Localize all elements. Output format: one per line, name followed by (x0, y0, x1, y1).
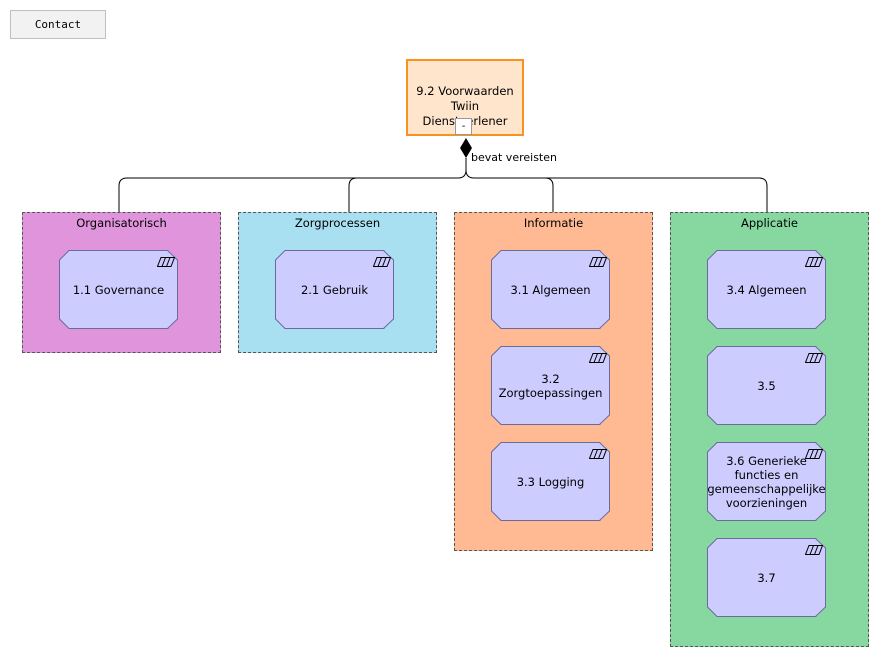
requirement-icon (805, 353, 823, 363)
requirement-label: 3.7 (757, 570, 776, 585)
group-title-informatie: Informatie (523, 216, 584, 230)
requirement-label: 3.6 Generieke functies en gemeenschappel… (707, 453, 826, 510)
contact-button[interactable]: Contact (10, 10, 106, 39)
requirement-label: 1.1 Governance (72, 282, 165, 297)
requirement-label: 3.5 (757, 378, 776, 393)
group-zorgprocessen: Zorgprocessen 2.1 Gebruik (238, 212, 437, 353)
connector-applicatie (545, 177, 768, 213)
connector-zorgprocessen (348, 177, 358, 213)
root-title-line1: 9.2 Voorwaarden (416, 84, 514, 98)
requirement-label: 3.4 Algemeen (726, 282, 807, 297)
root-requirement-box[interactable]: 9.2 Voorwaarden Twiin Dienstverlener - (406, 59, 524, 136)
requirement-label: 2.1 Gebruik (300, 282, 369, 297)
group-organisatorisch: Organisatorisch 1.1 Governance (22, 212, 221, 353)
group-applicatie: Applicatie 3.4 Algemeen 3.5 3.6 Generieke f… (670, 212, 869, 647)
relation-label: bevat vereisten (471, 151, 557, 164)
requirement-icon (373, 257, 391, 267)
group-title-zorgprocessen: Zorgprocessen (294, 216, 381, 230)
group-title-organisatorisch: Organisatorisch (76, 216, 167, 230)
requirement-label: 3.2 Zorgtoepassingen (498, 371, 603, 400)
requirement-icon (805, 545, 823, 555)
requirement-label: 3.3 Logging (516, 474, 585, 489)
requirement-icon (589, 257, 607, 267)
requirement-icon (805, 257, 823, 267)
connector-informatie (465, 169, 554, 213)
group-informatie: Informatie 3.1 Algemeen 3.2 Zorgtoepassing… (454, 212, 653, 551)
collapse-button[interactable]: - (455, 118, 472, 135)
requirement-icon (589, 449, 607, 459)
requirement-icon (589, 353, 607, 363)
requirement-icon (805, 449, 823, 459)
requirement-label: 3.1 Algemeen (510, 282, 591, 297)
group-title-applicatie: Applicatie (740, 216, 798, 230)
requirement-icon (157, 257, 175, 267)
connector-organisatorisch (118, 158, 467, 213)
